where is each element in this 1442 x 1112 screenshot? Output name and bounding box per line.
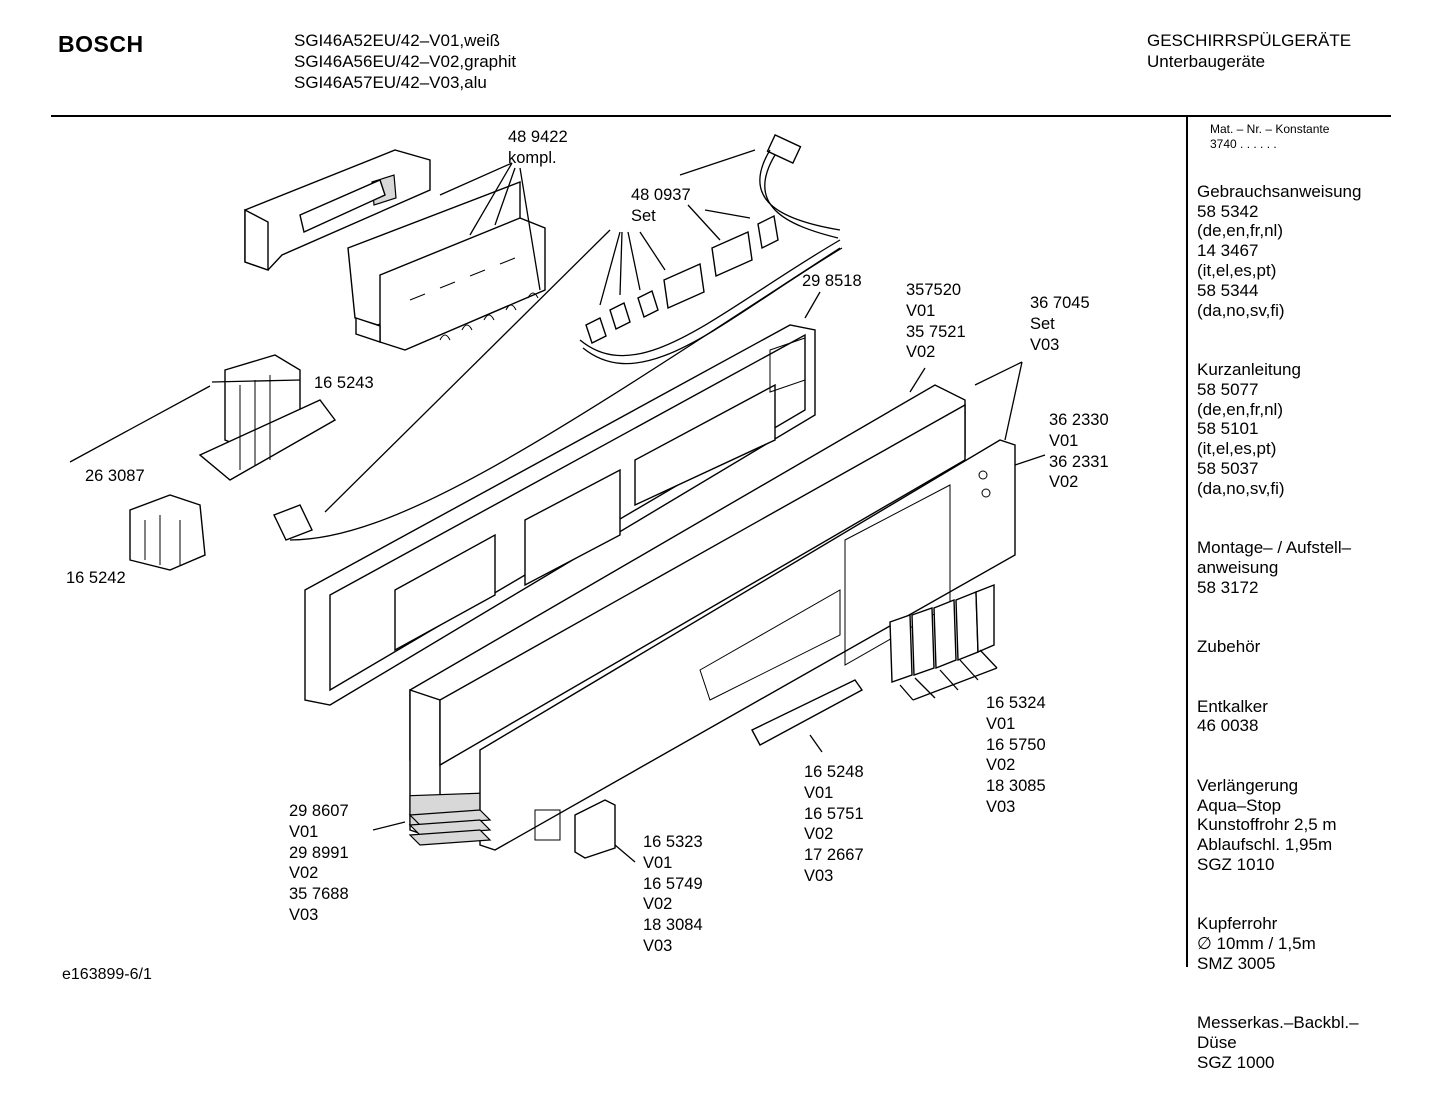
part-label-357520: 357520 V01 35 7521 V02: [906, 281, 966, 362]
sidebar-block-gebrauchsanweisung: Gebrauchsanweisung 58 5342 (de,en,fr,nl)…: [1197, 181, 1362, 320]
part-label-165243: 16 5243: [314, 374, 374, 392]
frame-298518: [304, 324, 816, 706]
part-label-298518: 29 8518: [802, 272, 862, 290]
part-label-480937: 48 0937 Set: [631, 186, 691, 225]
appliance-category: GESCHIRRSPÜLGERÄTE Unterbaugeräte: [1147, 31, 1352, 71]
sidebar-block-montage: Montage– / Aufstell– anweisung 58 3172: [1197, 538, 1352, 597]
part-165242: [129, 494, 206, 571]
sidebar-block-entkalker: Entkalker 46 0038: [1197, 696, 1268, 736]
control-module: [244, 149, 546, 351]
part-label-362330: 36 2330 V01 36 2331 V02: [1049, 411, 1109, 492]
button-set: [889, 583, 995, 683]
part-label-165323: 16 5323 V01 16 5749 V02 18 3084 V03: [643, 833, 703, 955]
document-code: e163899-6/1: [62, 966, 152, 983]
header-divider: [51, 115, 1391, 117]
exploded-view-drawing: [69, 133, 1046, 863]
part-label-165324: 16 5324 V01 16 5750 V02 18 3085 V03: [986, 694, 1046, 816]
part-label-165248: 16 5248 V01 16 5751 V02 17 2667 V03: [804, 763, 864, 885]
part-label-165242: 16 5242: [66, 569, 126, 587]
brand-logo: BOSCH: [58, 31, 144, 57]
panel-357520: [409, 384, 966, 841]
part-label-298607: 29 8607 V01 29 8991 V02 35 7688 V03: [289, 802, 349, 924]
sidebar-parts-list: Gebrauchsanweisung 58 5342 (de,en,fr,nl)…: [1197, 162, 1387, 1112]
part-label-367045: 36 7045 Set V03: [1030, 294, 1090, 354]
sidebar-block-zubehoer: Zubehör: [1197, 637, 1261, 657]
part-stack-298607: [408, 809, 492, 846]
wiring-harness: [579, 133, 843, 365]
knob-165323: [574, 799, 616, 859]
part-label-489422: 48 9422 kompl.: [508, 128, 568, 167]
fascia-362330: [479, 439, 1016, 851]
sidebar-block-kupferrohr: Kupferrohr ∅ 10mm / 1,5m SMZ 3005: [1197, 914, 1316, 973]
model-list: SGI46A52EU/42–V01,weiß SGI46A56EU/42–V02…: [294, 31, 517, 92]
sidebar-block-messerkas: Messerkas.–Backbl.– Düse SGZ 1000: [1197, 1013, 1359, 1072]
sidebar-block-kurzanleitung: Kurzanleitung 58 5077 (de,en,fr,nl) 58 5…: [1197, 359, 1301, 498]
bracket-165243: [198, 354, 337, 481]
sidebar-block-verlaengerung: Verlängerung Aqua–Stop Kunstoffrohr 2,5 …: [1197, 775, 1337, 874]
sidebar-divider: [1186, 117, 1188, 967]
strip-165248: [751, 679, 864, 746]
material-number-constant: Mat. – Nr. – Konstante 3740 . . . . . .: [1210, 122, 1330, 151]
part-label-263087: 26 3087: [85, 467, 145, 485]
